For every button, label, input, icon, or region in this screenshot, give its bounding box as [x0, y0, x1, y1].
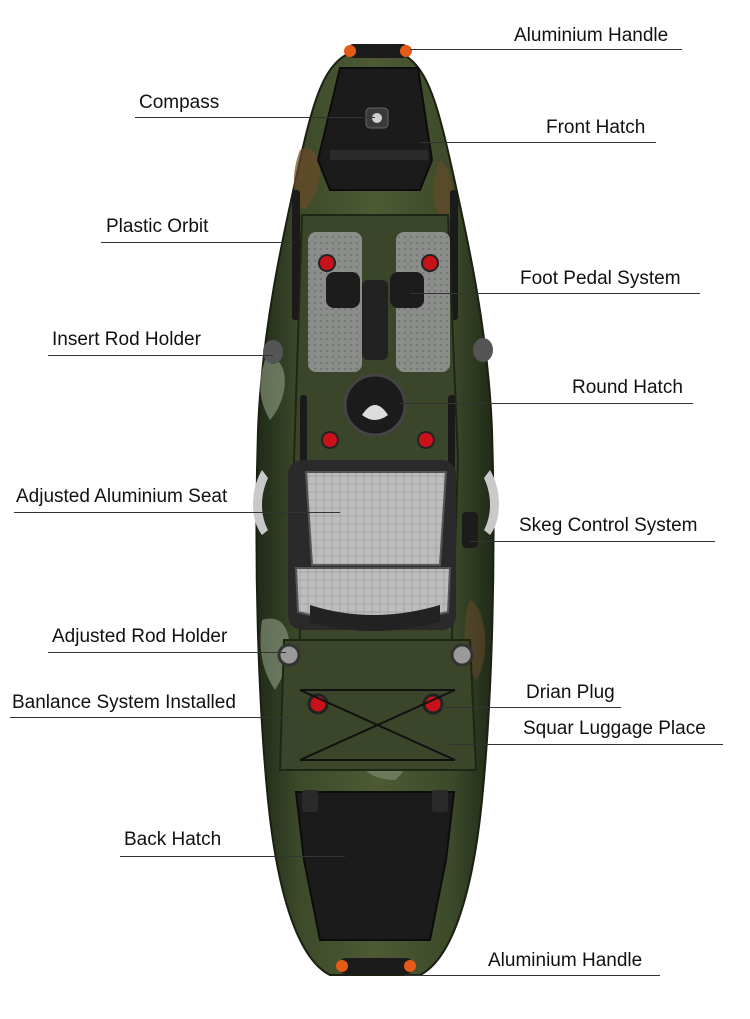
leader-back-hatch: [120, 856, 345, 857]
top-handle-cap-left: [344, 45, 356, 57]
insert-rod-holder-left: [263, 340, 283, 364]
bottom-handle: [340, 958, 412, 974]
leader-drian-plug: [440, 707, 621, 708]
foot-pedal-right: [390, 272, 424, 308]
label-round-hatch: Round Hatch: [572, 377, 683, 398]
camo-patch: [260, 358, 285, 420]
leader-compass: [135, 117, 375, 118]
label-skeg-control-system: Skeg Control System: [519, 515, 698, 536]
camo-patch: [293, 148, 320, 210]
leader-aluminium-handle-bottom: [405, 975, 660, 976]
foot-pedal-left: [326, 272, 360, 308]
label-insert-rod-holder: Insert Rod Holder: [52, 329, 201, 350]
leader-foot-pedal-system: [410, 293, 700, 294]
seat-back: [304, 471, 448, 566]
leader-squar-luggage-place: [450, 744, 723, 745]
leader-aluminium-handle-top: [410, 49, 682, 50]
front-hatch-strap: [330, 150, 428, 160]
red-mount: [417, 431, 435, 449]
top-handle: [348, 44, 408, 58]
adjusted-rod-holder-right: [450, 643, 474, 667]
round-hatch-logo: [362, 405, 388, 420]
label-banlance-system-installed: Banlance System Installed: [12, 692, 236, 713]
label-front-hatch: Front Hatch: [546, 117, 646, 138]
bungee-cords: [299, 689, 456, 761]
bottom-handle-cap-left: [336, 960, 348, 972]
side-handle-left: [253, 470, 268, 535]
camo-patch: [433, 160, 454, 230]
leader-adjusted-rod-holder: [48, 652, 286, 653]
top-handle-cap-right: [400, 45, 412, 57]
label-plastic-orbit: Plastic Orbit: [106, 216, 209, 237]
leader-adjusted-aluminium-seat: [14, 512, 340, 513]
label-aluminium-handle-bottom: Aluminium Handle: [488, 950, 643, 971]
label-aluminium-handle-top: Aluminium Handle: [514, 25, 669, 46]
leader-skeg-control-system: [470, 541, 715, 542]
rear-deck: [278, 639, 478, 771]
label-adjusted-rod-holder: Adjusted Rod Holder: [52, 626, 228, 647]
bottom-handle-cap-right: [404, 960, 416, 972]
label-squar-luggage-place: Squar Luggage Place: [523, 718, 706, 739]
label-compass: Compass: [139, 92, 220, 113]
compass-dial: [372, 113, 382, 123]
skeg-control: [462, 512, 478, 548]
red-mount: [318, 254, 336, 272]
label-foot-pedal-system: Foot Pedal System: [520, 268, 681, 289]
leader-plastic-orbit: [101, 242, 294, 243]
pedal-drive: [362, 280, 388, 360]
rail-right-front: [450, 190, 458, 320]
leader-insert-rod-holder: [48, 355, 273, 356]
leader-banlance-system-installed: [10, 717, 290, 718]
back-hatch-clip: [432, 790, 448, 812]
side-handle-right: [484, 470, 499, 535]
back-hatch: [294, 791, 456, 941]
insert-rod-holder-right: [473, 338, 493, 362]
front-hatch: [316, 67, 434, 191]
label-adjusted-aluminium-seat: Adjusted Aluminium Seat: [16, 486, 228, 507]
label-drian-plug: Drian Plug: [526, 682, 615, 703]
red-mount: [421, 254, 439, 272]
label-back-hatch: Back Hatch: [124, 829, 222, 850]
leader-front-hatch: [420, 142, 656, 143]
seat-front-pad: [310, 605, 440, 631]
back-hatch-clip: [302, 790, 318, 812]
leader-round-hatch: [400, 403, 693, 404]
red-mount: [321, 431, 339, 449]
adjusted-rod-holder-left: [277, 643, 301, 667]
rail-left-front: [292, 190, 300, 320]
